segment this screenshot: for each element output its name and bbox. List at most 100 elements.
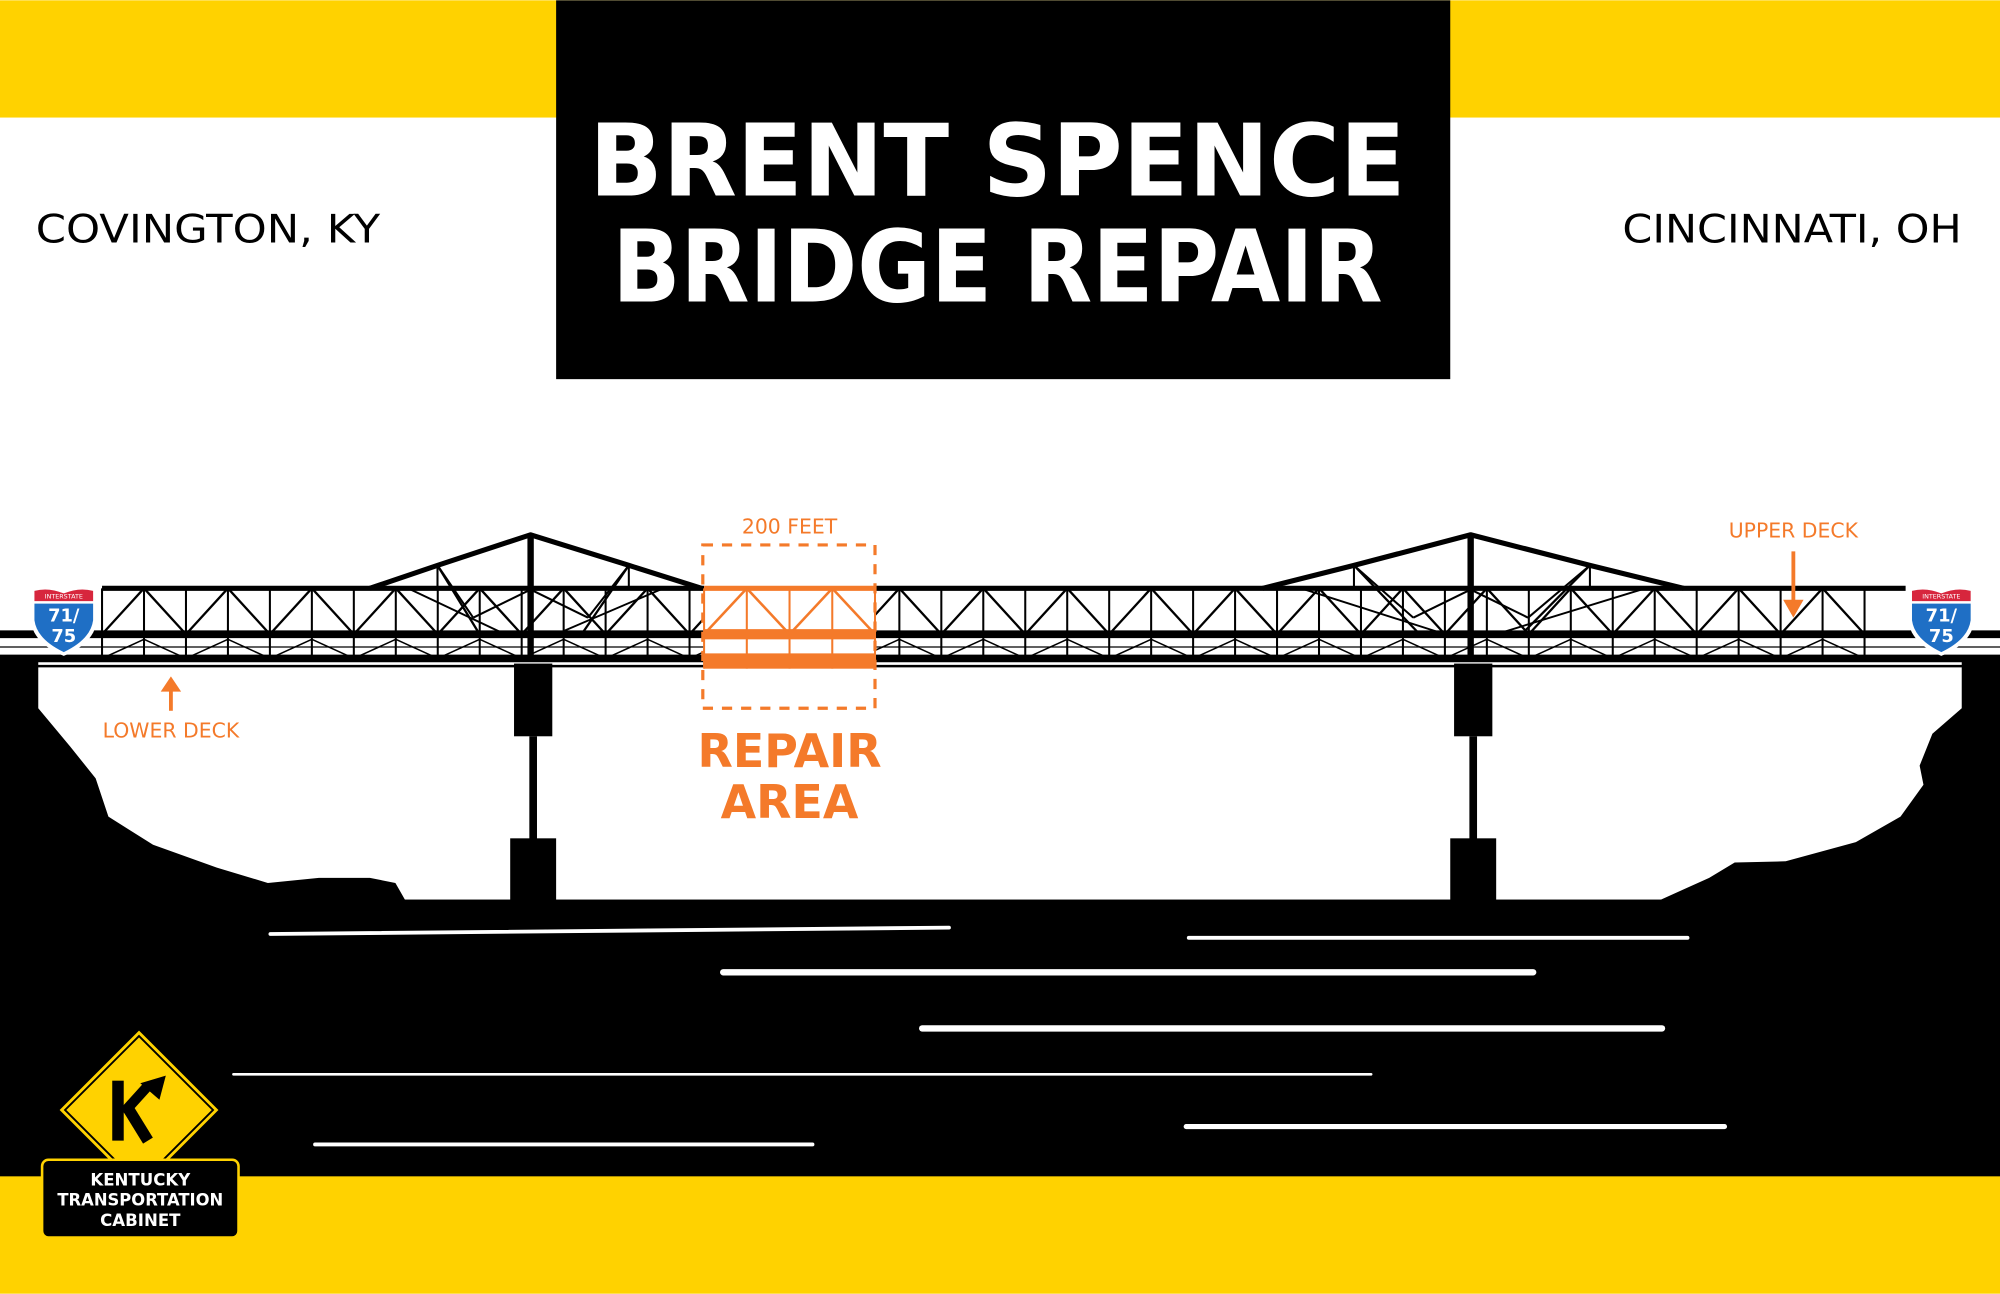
truss-member (1192, 587, 1236, 636)
truss-member (647, 638, 690, 660)
truss-member (1569, 587, 1614, 636)
shield-top-text: INTERSTATE (1922, 593, 1960, 601)
truss-member (101, 638, 145, 660)
interstate-shield-left: INTERSTATE 71/ 75 (30, 585, 97, 656)
truss-member (1527, 587, 1572, 636)
repair-truss-member (788, 587, 834, 636)
truss-member (1486, 638, 1530, 660)
left-riverbank (0, 661, 406, 901)
left-pier (510, 663, 557, 903)
truss-member (1738, 638, 1781, 660)
logo-line1: KENTUCKY (90, 1170, 191, 1189)
title-box (556, 0, 1451, 380)
truss-member (1821, 587, 1866, 636)
interstate-shield-right: INTERSTATE 71/ 75 (1908, 585, 1975, 656)
repair-area-label-line1: REPAIR (697, 724, 881, 778)
logo-line2: TRANSPORTATION (57, 1191, 223, 1210)
truss-member (1192, 638, 1236, 660)
river-lines (232, 925, 1728, 1147)
truss-member (437, 638, 481, 660)
truss-member (1412, 588, 1472, 619)
truss-member (269, 587, 313, 636)
truss-member (1108, 587, 1152, 636)
shield-line2: 75 (51, 626, 76, 647)
truss-member (185, 587, 229, 636)
page-title-line2: BRIDGE REPAIR (612, 210, 1382, 325)
truss-member (1822, 638, 1865, 660)
truss-member (311, 638, 355, 660)
page-title-line1: BRENT SPENCE (589, 104, 1405, 219)
location-left: COVINGTON, KY (36, 207, 381, 253)
truss-member (1318, 638, 1362, 660)
truss-member (407, 587, 506, 636)
truss-member (562, 587, 607, 636)
truss-member (1696, 638, 1739, 660)
repair-truss-member (831, 587, 876, 636)
truss-member (1611, 587, 1656, 636)
truss-member (1276, 587, 1320, 636)
truss-member (555, 587, 664, 636)
bridge-truss (0, 532, 2000, 668)
truss-member (472, 588, 532, 619)
upper-deck-label: UPPER DECK (1729, 518, 1859, 542)
repair-section (703, 580, 877, 669)
right-riverbank (1658, 661, 2000, 901)
truss-member (1570, 638, 1614, 660)
truss-member (646, 587, 691, 636)
truss-member (605, 638, 648, 660)
kytc-logo: KENTUCKY TRANSPORTATION CABINET (40, 1028, 240, 1239)
truss-member (1528, 638, 1572, 660)
truss-member (563, 638, 606, 660)
repair-truss-member (745, 587, 791, 636)
truss-member (899, 638, 942, 660)
truss-member (436, 564, 475, 619)
truss-member (1444, 638, 1488, 660)
right-pier (1450, 663, 1497, 903)
truss-member (1234, 587, 1278, 636)
truss-member (185, 638, 229, 660)
truss-member (982, 638, 1026, 660)
upper-deck-arrow-icon (1783, 551, 1804, 618)
truss-member (1276, 638, 1320, 660)
truss-member (982, 587, 1027, 636)
lower-deck-label: LOWER DECK (103, 719, 240, 743)
truss-member (353, 638, 397, 660)
truss-member (604, 587, 649, 636)
truss-member (1066, 587, 1111, 636)
span-length-label: 200 FEET (742, 514, 838, 538)
truss-member (1150, 638, 1194, 660)
truss-member (395, 638, 439, 660)
location-right: CINCINNATI, OH (1622, 207, 1961, 253)
river-line (268, 925, 951, 936)
truss-member (1353, 564, 1414, 619)
truss-member (1779, 587, 1824, 636)
truss-member (143, 638, 187, 660)
truss-member (1360, 638, 1404, 660)
truss-member (941, 638, 984, 660)
truss-member (1300, 587, 1446, 636)
truss-member (311, 587, 355, 636)
truss-member (1654, 638, 1698, 660)
repair-truss-member (703, 587, 748, 636)
truss-member (478, 587, 523, 636)
shield-top-text: INTERSTATE (45, 593, 83, 601)
truss-member (227, 638, 271, 660)
truss-member (530, 588, 589, 619)
logo-label-box (40, 1158, 240, 1239)
lower-deck-arrow-icon (160, 676, 182, 711)
truss-member (1780, 638, 1823, 660)
truss-member (1024, 587, 1069, 636)
repair-area-label-line2: AREA (721, 775, 859, 829)
truss-member (587, 564, 630, 619)
truss-member (1695, 587, 1740, 636)
logo-line3: CABINET (100, 1211, 181, 1230)
shield-line2: 75 (1929, 626, 1954, 647)
truss-member (1066, 638, 1110, 660)
truss-member (101, 587, 145, 636)
bottom-yellow-band (0, 1176, 2000, 1294)
truss-member (1360, 587, 1404, 636)
truss-member (1108, 638, 1152, 660)
truss-member (1527, 564, 1591, 619)
truss-member (1470, 588, 1529, 619)
